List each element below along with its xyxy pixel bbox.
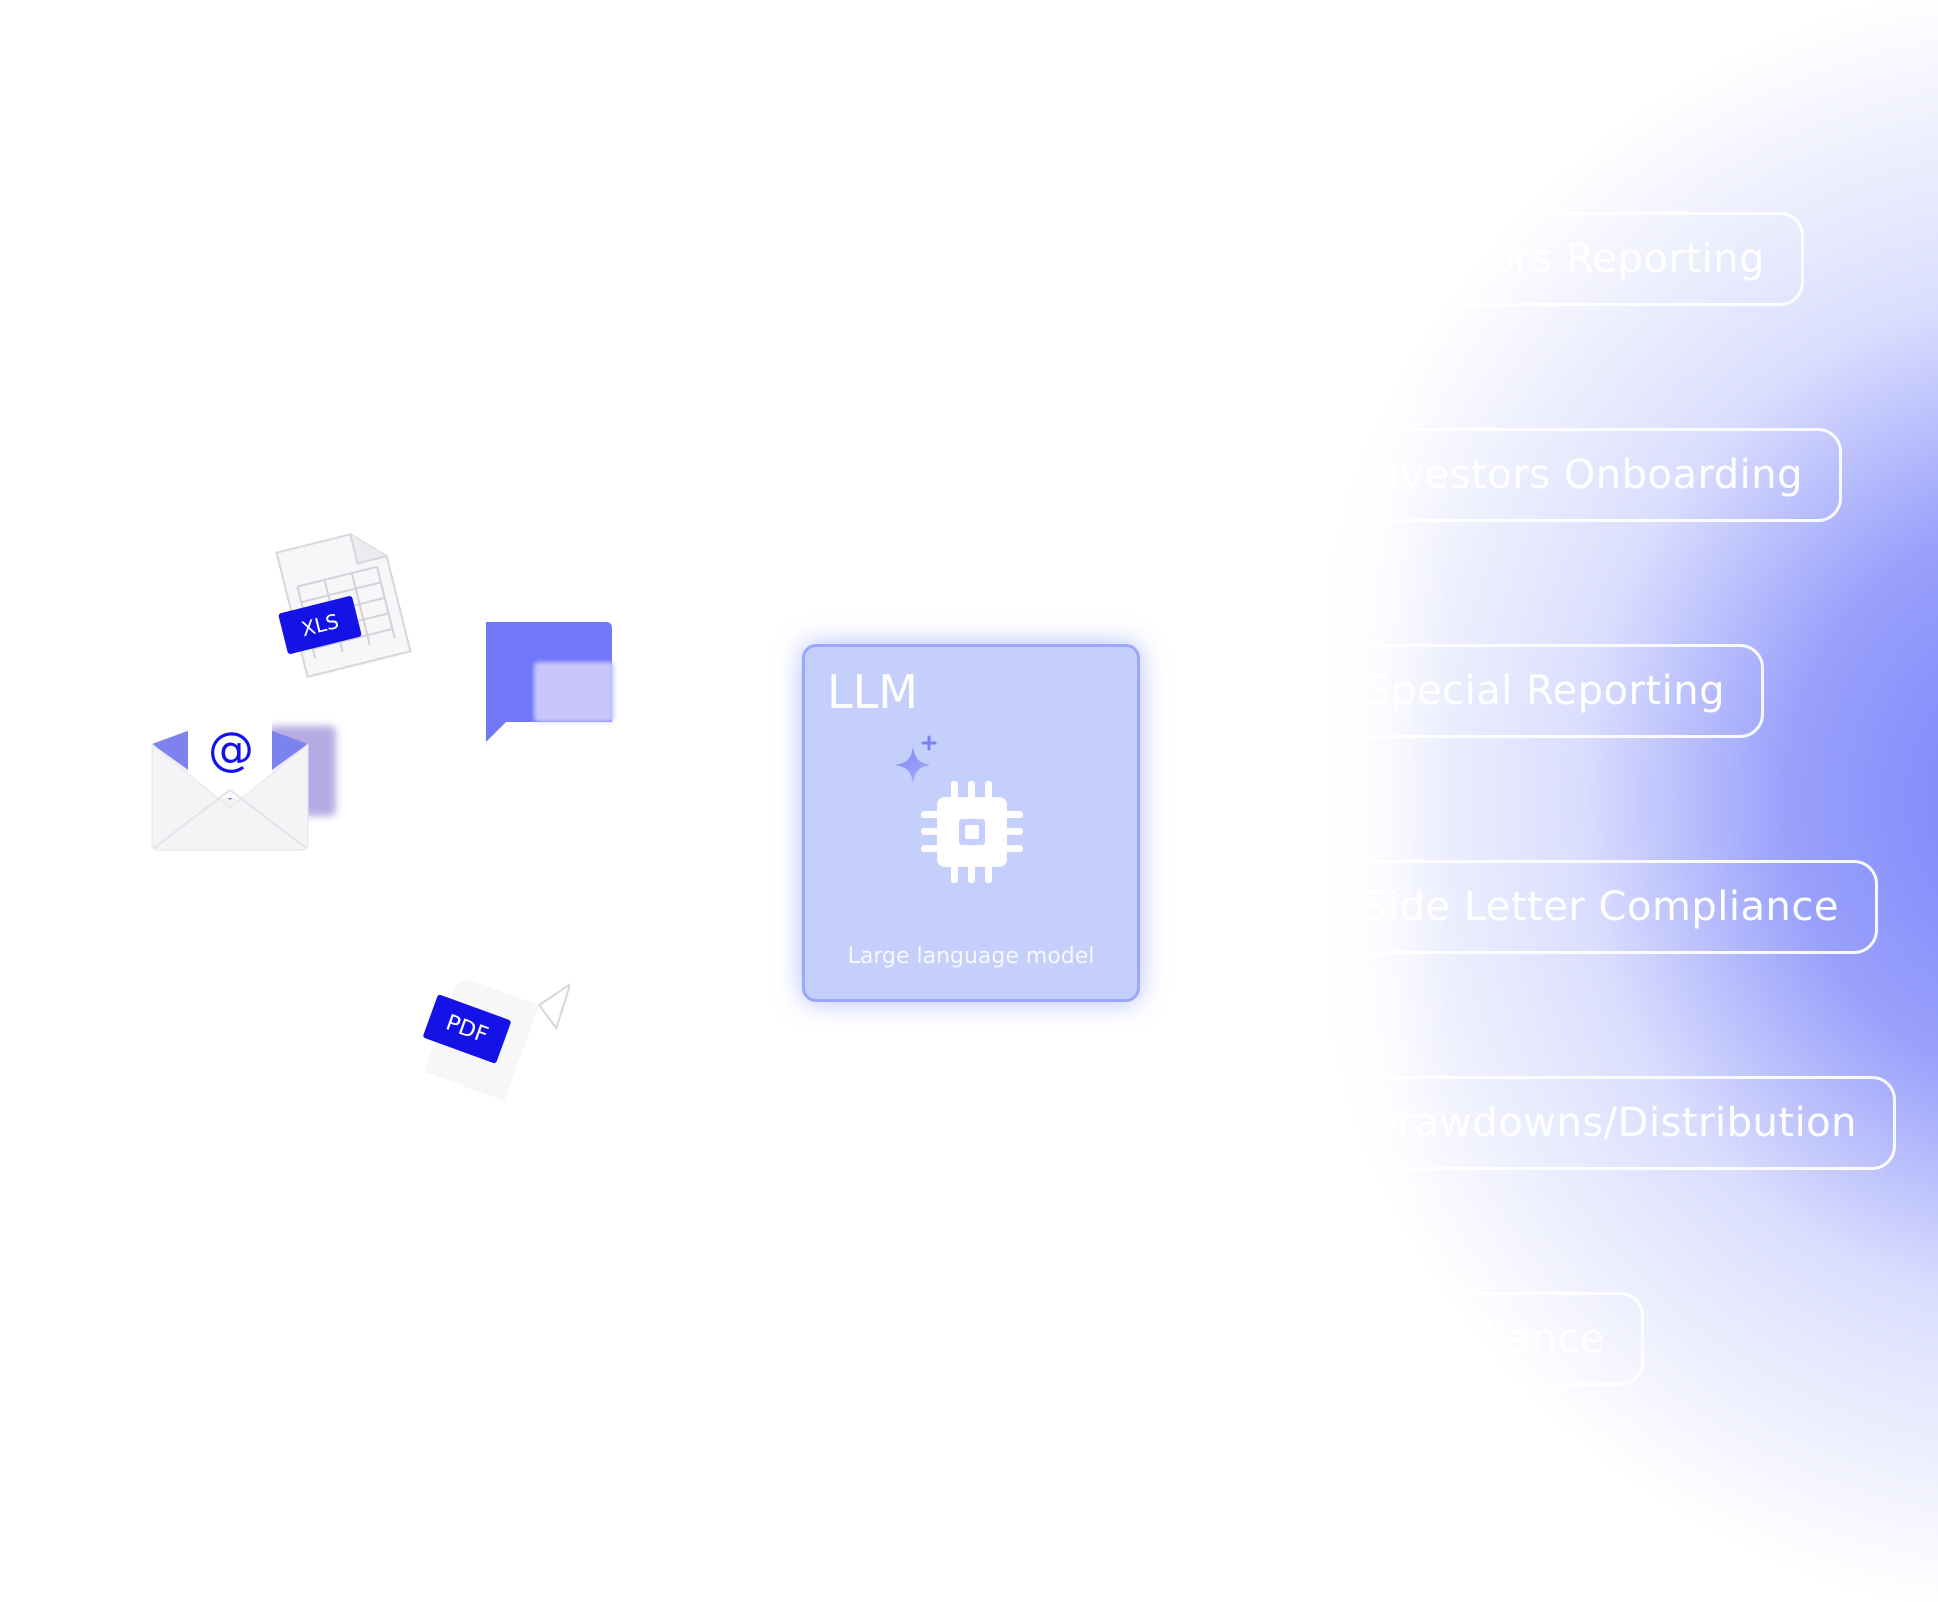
output-pill-label: Special Reporting [1365,668,1725,714]
chat-bubble-secondary [534,662,614,722]
output-pill-investors-reporting: Investors Reporting [1220,212,1804,306]
email-envelope-icon: @ [150,704,350,854]
output-pill-drawdowns-distribution: Drawdowns/Distribution [1220,1076,1896,1170]
pdf-file-icon: PDF [410,960,570,1110]
output-pill-label: Compliance [1364,1316,1605,1362]
llm-subtitle: Large language model [847,944,1095,969]
llm-title: LLM [827,665,918,719]
sparkle-icon [895,735,937,783]
xls-label: XLS [298,608,342,642]
output-pill-label: Investors Onboarding [1362,452,1803,498]
pdf-label: PDF [442,1009,492,1049]
output-pill-special-reporting: Special Reporting [1220,644,1764,738]
xls-file-icon: XLS [268,520,418,680]
llm-card: LLM [802,644,1140,1002]
email-at-label: @ [208,722,254,776]
output-pill-label: Investors Reporting [1364,236,1765,282]
output-pill-investors-onboarding: Investors Onboarding [1220,428,1842,522]
chip-icon [921,781,1023,883]
output-pill-side-letter-compliance: Side Letter Compliance [1220,860,1878,954]
chat-bubble-icon [480,622,620,748]
output-pill-compliance: Compliance [1220,1292,1644,1386]
output-pill-label: Drawdowns/Distribution [1365,1100,1857,1146]
output-pill-label: Side Letter Compliance [1362,884,1839,930]
